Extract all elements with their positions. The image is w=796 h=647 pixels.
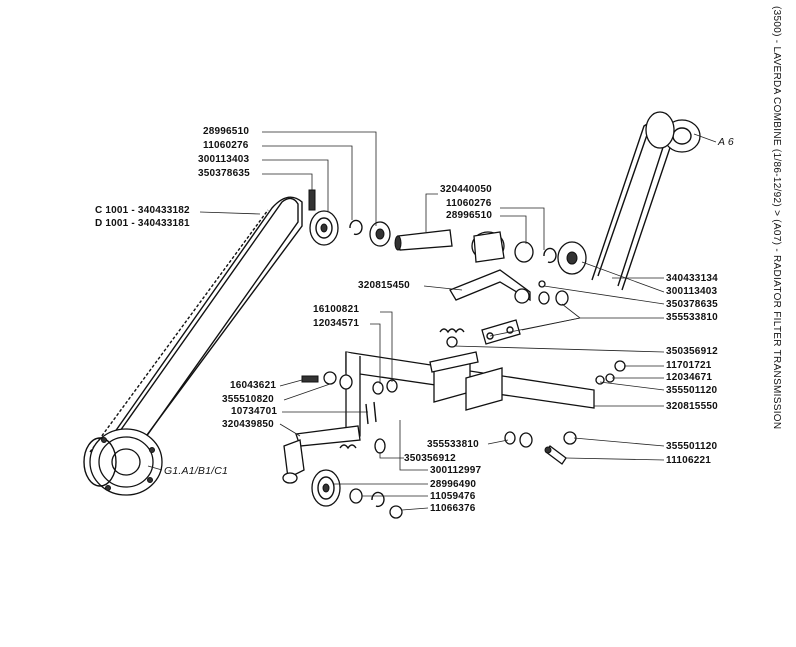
part-label-300112997[interactable]: 300112997 (430, 465, 482, 476)
part-label-28996510-mid[interactable]: 28996510 (446, 210, 493, 221)
bracket-assembly (449, 269, 569, 306)
long-belt (89, 196, 303, 475)
right-small-parts (504, 360, 626, 465)
part-label-355510820[interactable]: 355510820 (222, 394, 274, 405)
part-label-12034571[interactable]: 12034571 (313, 318, 360, 329)
part-label-d1001[interactable]: D 1001 - 340433181 (95, 218, 190, 229)
leader-lines (147, 131, 717, 511)
lower-pulley (83, 428, 163, 496)
part-label-11701721[interactable]: 11701721 (666, 360, 712, 371)
part-label-12034671[interactable]: 12034671 (666, 372, 713, 383)
part-label-350356912-lower[interactable]: 350356912 (404, 453, 456, 464)
part-label-355501120-lower[interactable]: 355501120 (666, 441, 718, 452)
lever-arm (282, 371, 386, 484)
group-label-g1[interactable]: G1.A1/B1/C1 (164, 465, 229, 477)
part-label-16043621[interactable]: 16043621 (230, 380, 277, 391)
main-frame (345, 351, 595, 441)
part-label-320815550[interactable]: 320815550 (666, 401, 718, 412)
part-label-350378635-right[interactable]: 350378635 (666, 299, 718, 310)
part-label-355533810-right[interactable]: 355533810 (666, 312, 718, 323)
part-label-300113403-right[interactable]: 300113403 (666, 286, 718, 297)
part-label-11060276-mid[interactable]: 11060276 (446, 198, 492, 209)
idler-pulley (311, 469, 403, 519)
part-label-11066376[interactable]: 11066376 (430, 503, 476, 514)
group-label-a6[interactable]: A 6 (718, 136, 734, 148)
part-label-355533810-lower[interactable]: 355533810 (427, 439, 479, 450)
part-label-320815450[interactable]: 320815450 (358, 280, 410, 291)
part-label-350356912-right[interactable]: 350356912 (666, 346, 718, 357)
part-label-28996490[interactable]: 28996490 (430, 479, 477, 490)
part-label-320440050[interactable]: 320440050 (440, 184, 492, 195)
part-label-355501120-upper[interactable]: 355501120 (666, 385, 718, 396)
part-label-10734701[interactable]: 10734701 (231, 406, 278, 417)
shaft-assembly (394, 229, 587, 275)
part-label-16100821[interactable]: 16100821 (313, 304, 360, 315)
part-label-320439850[interactable]: 320439850 (222, 419, 274, 430)
part-label-340433134[interactable]: 340433134 (666, 273, 718, 284)
part-label-11106221[interactable]: 11106221 (666, 455, 711, 466)
part-label-300113403-top[interactable]: 300113403 (198, 154, 250, 165)
side-title: (3500) - LAVERDA COMBINE (1/86-12/92) > … (771, 6, 782, 430)
part-label-350378635-top[interactable]: 350378635 (198, 168, 250, 179)
part-label-11059476[interactable]: 11059476 (430, 491, 476, 502)
part-label-28996510-top[interactable]: 28996510 (203, 126, 250, 137)
spring-plate (439, 319, 521, 348)
part-label-11060276-top[interactable]: 11060276 (203, 140, 249, 151)
pulley-group-a (308, 189, 391, 247)
right-belt (591, 111, 701, 291)
part-label-c1001[interactable]: C 1001 - 340433182 (95, 205, 190, 216)
